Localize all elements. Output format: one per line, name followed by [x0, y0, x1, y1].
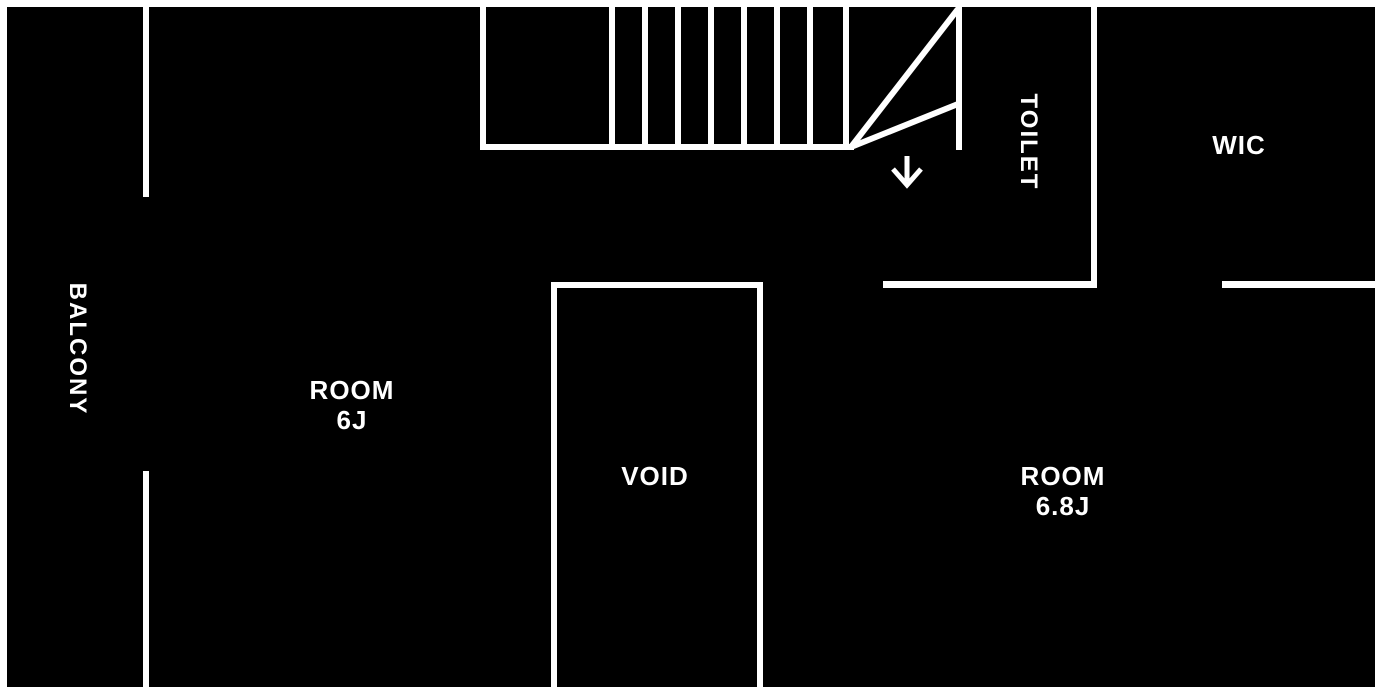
wall-void-top	[551, 282, 763, 288]
toilet-label: TOILET	[1015, 93, 1042, 191]
wall-void-right	[757, 282, 763, 688]
wall-border-right	[1375, 0, 1382, 694]
room-6j-name: ROOM	[309, 375, 395, 405]
room-6j-size: 6J	[336, 405, 368, 435]
stair-tread	[642, 7, 648, 147]
stair-tread	[843, 7, 849, 147]
stair-tread	[675, 7, 681, 147]
stair-tread	[708, 7, 714, 147]
stair-tread	[609, 7, 615, 147]
stair-winder-diagonal	[849, 101, 960, 150]
room-6-8j-label: ROOM 6.8J	[1021, 461, 1106, 521]
wall-border-top	[0, 0, 1382, 7]
room-6-8j-size: 6.8J	[1035, 491, 1091, 521]
wall-toilet-right	[1091, 7, 1097, 288]
stair-tread	[774, 7, 780, 147]
wall-void-left	[551, 282, 557, 688]
stair-tread	[741, 7, 747, 147]
stair-tread	[807, 7, 813, 147]
wall-border-bottom	[0, 687, 1382, 694]
wall-stairs-left	[480, 7, 486, 150]
wall-balcony-upper	[143, 7, 149, 197]
balcony-label: BALCONY	[64, 282, 91, 416]
wall-stairs-bottom	[480, 144, 854, 150]
wic-label: WIC	[1212, 130, 1266, 160]
wall-wic-bottom	[1222, 281, 1375, 288]
wall-stairs-right	[956, 7, 962, 150]
stairs-down-arrow-icon	[891, 156, 923, 189]
wall-border-left	[0, 0, 7, 694]
wall-balcony-lower	[143, 471, 149, 688]
stair-winder-diagonal	[848, 7, 961, 149]
void-label: VOID	[621, 461, 689, 491]
wall-toilet-bottom	[883, 281, 1097, 288]
room-6-8j-name: ROOM	[1020, 461, 1106, 491]
room-6j-label: ROOM 6J	[310, 375, 395, 435]
